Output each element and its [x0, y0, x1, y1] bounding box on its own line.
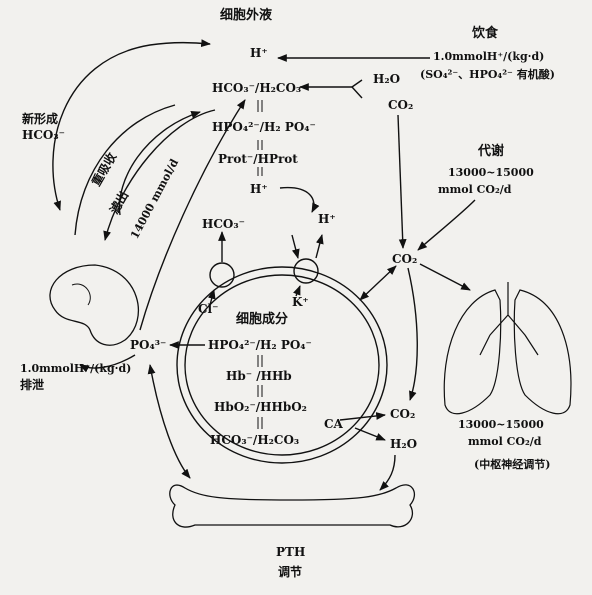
diet-rate: 1.0mmolH⁺/(kg·d) [433, 50, 545, 63]
h-out-arrow [315, 234, 324, 259]
bicarb-bracket [351, 79, 363, 99]
left-lung [443, 289, 502, 415]
kidney-inner [71, 283, 91, 306]
cell-hco3-out: HCO₃⁻ [202, 217, 245, 231]
trachea [479, 282, 539, 356]
reabsorb-arrow [118, 111, 201, 216]
cell-h-out: H⁺ [318, 212, 336, 226]
cell-h2o: H₂O [390, 437, 418, 451]
lung-unit: mmol CO₂/d [468, 435, 542, 448]
co2-lung-arrow [419, 263, 471, 291]
kidney-ecf-flow-arrow [139, 99, 246, 331]
metabolism-range: 13000~15000 [448, 166, 534, 179]
cell-cl: Cl⁻ [198, 302, 219, 316]
ecf-bicarb: HCO₃⁻/H₂CO₃ [212, 81, 302, 95]
pth-regulation: 调节 [278, 565, 303, 579]
cell-k: K⁺ [292, 295, 309, 309]
carbonic-anhydrase: CA [324, 417, 343, 431]
h-to-cell-arrow [279, 186, 320, 213]
ecf-equilibria [257, 100, 263, 176]
metabolism-title: 代谢 [478, 144, 505, 159]
cell-equilibria [257, 355, 263, 429]
cell-outer-ring [176, 266, 388, 464]
ecf-protein: Prot⁻/HProt [218, 152, 298, 166]
po4-bone-arrow [147, 364, 191, 479]
anion-exchanger-circle [209, 262, 235, 288]
cl-arrow [207, 289, 216, 306]
cell-inner-ring [184, 274, 380, 456]
phosphate-ion: PO₄³⁻ [130, 338, 167, 352]
ecf-h: H⁺ [250, 46, 268, 60]
diet-h2o: H₂O [373, 72, 401, 86]
new-bicarb-ion: HCO₃⁻ [22, 128, 65, 142]
cell-bicarb: HCO₃⁻/H₂CO₃ [210, 433, 300, 447]
k-arrow [293, 285, 301, 297]
ca-co2-arrow [339, 412, 386, 421]
diet-co2-down-arrow [397, 114, 407, 249]
pth-label: PTH [276, 545, 306, 559]
cell-hbo2: HbO₂⁻/HHbO₂ [214, 400, 307, 414]
po4-excretion-arrow [79, 354, 136, 373]
diet-sources: (SO₄²⁻、HPO₄²⁻ 有机酸) [420, 68, 555, 81]
kidney-new-bicarb-arrow [52, 39, 211, 211]
cation-exchanger-circle [293, 258, 319, 284]
metabolism-co2-arrow [417, 199, 476, 251]
cell-bone-arrow [379, 454, 396, 491]
bone-shape [169, 484, 415, 528]
metabolism-unit: mmol CO₂/d [438, 183, 512, 196]
co2-down-arrow [407, 267, 418, 401]
ecf-h2: H⁺ [250, 182, 268, 196]
cell-co2: CO₂ [390, 407, 416, 421]
diet-co2: CO₂ [388, 98, 414, 112]
lung-control: (中枢神经调节) [474, 458, 551, 471]
right-lung [513, 289, 572, 415]
h-in-arrow [291, 234, 300, 259]
kidney-shape [49, 264, 139, 346]
co2-cell-arrow [359, 265, 397, 301]
metabolism-co2: CO₂ [392, 252, 418, 266]
reabsorb-path [74, 104, 176, 236]
ecf-title: 细胞外液 [220, 8, 273, 23]
cell-title: 细胞成分 [236, 312, 289, 327]
cell-phosphate: HPO₄²⁻/H₂ PO₄⁻ [208, 338, 312, 352]
excretion-rate: 1.0mmolH⁺/(kg·d) [20, 362, 132, 375]
diet-title: 饮食 [472, 26, 499, 41]
cell-hb: Hb⁻ /HHb [226, 369, 292, 383]
ca-h2o-arrow [354, 427, 386, 441]
excretion-label: 排泄 [20, 378, 45, 392]
ecf-phosphate: HPO₄²⁻/H₂ PO₄⁻ [212, 120, 316, 134]
lung-range: 13000~15000 [458, 418, 544, 431]
new-bicarb-label: 新形成 [22, 112, 59, 126]
